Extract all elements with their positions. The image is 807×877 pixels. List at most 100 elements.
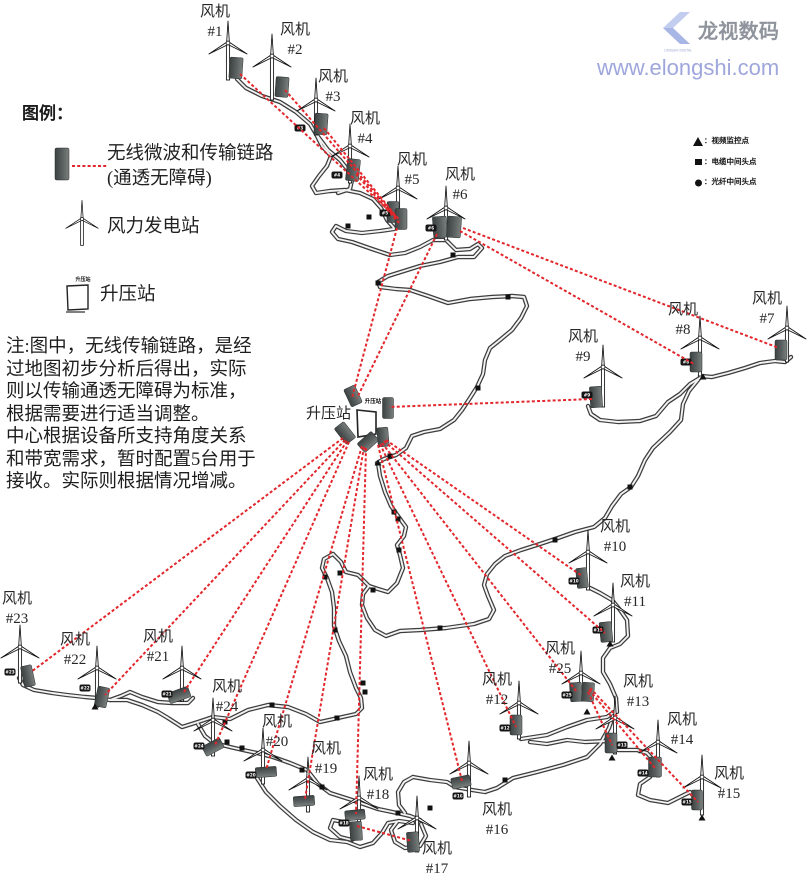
turbine-label-t13: 风机#13 — [613, 672, 663, 712]
tag-text: #12 — [500, 726, 509, 731]
tag-text: #5 — [382, 211, 389, 216]
tag-background — [338, 819, 350, 827]
tag-background — [4, 668, 16, 676]
microwave-antenna-icon — [691, 789, 703, 811]
square-icon — [695, 159, 702, 165]
turbine-number: #23 — [5, 611, 29, 627]
wireless-link-substation-to-t24 — [214, 441, 350, 746]
cable-joint-square-icon — [322, 574, 328, 580]
turbine-number: #15 — [717, 786, 741, 802]
microwave-antenna-icon — [446, 215, 462, 239]
wireless-link-t4-to-t5 — [355, 173, 400, 224]
tag-background — [616, 741, 628, 749]
turbine-name: 风机 — [349, 111, 380, 127]
microwave-antenna-icon — [313, 112, 329, 136]
turbine-id-tag: #23 — [4, 668, 16, 676]
microwave-antenna-icon — [450, 774, 472, 790]
wireless-link-substation-to-t22 — [104, 439, 346, 696]
watermark-url: www.elongshi.com — [597, 55, 780, 80]
cable-joint-square-icon — [396, 547, 402, 553]
video-monitor-triangle-icon — [91, 703, 99, 710]
turbine-name: 风机 — [599, 519, 630, 535]
wireless-link-t25-to-t13 — [587, 691, 613, 746]
turbine-id-tags: #3#4#5#6#8#9#10#11#25#12#13#14#15#16#18#… — [4, 124, 693, 827]
turbine-tower — [269, 55, 275, 101]
turbine-name: 风机 — [396, 152, 427, 168]
tag-background — [499, 724, 511, 732]
cable-joint-square-icon — [450, 252, 456, 258]
logo-lower-chevron — [663, 28, 690, 44]
wireless-link-substation-to-t10 — [385, 439, 583, 577]
legend-substation-icon-label: 升压站 — [75, 276, 90, 283]
circle-icon — [695, 179, 702, 187]
turbine-id-tag: #9 — [581, 391, 593, 399]
microwave-antenna-icon — [293, 795, 315, 807]
turbine-number: #16 — [485, 822, 509, 838]
turbine-name: 风机 — [317, 69, 348, 85]
wireless-link-t9-to-substation — [388, 398, 593, 408]
cable-joint-square-icon — [362, 689, 368, 695]
microwave-antenna-icon — [94, 686, 110, 708]
turbine-label-t10: 风机#10 — [590, 517, 640, 557]
turbine-label-t2: 风机#2 — [270, 20, 320, 60]
turbine-name: 风机 — [481, 802, 512, 818]
tag-background — [637, 769, 649, 777]
cable-joint-square-icon — [366, 214, 372, 220]
microwave-antenna-icon — [382, 397, 394, 419]
legend-icons: 升压站 — [54, 147, 107, 313]
wireless-link-t1-to-t5 — [239, 73, 397, 218]
cable-joint-square-icon — [502, 777, 508, 783]
turbine-id-tag: #20 — [245, 771, 257, 779]
turbine-id-tag: #16 — [452, 792, 464, 800]
wireless-link-t18-to-t17 — [356, 825, 413, 842]
microwave-antenna-icon — [604, 732, 618, 754]
turbine-name: 风机 — [261, 714, 292, 730]
turbine-label-t18: 风机#18 — [353, 765, 403, 805]
tag-text: #9 — [584, 393, 591, 398]
tag-text: #21 — [162, 692, 171, 697]
tag-text: #16 — [453, 794, 462, 799]
turbine-label-t11: 风机#11 — [610, 572, 660, 612]
marker-legend-fiber-joint: ：光纤中间头点 — [704, 177, 757, 186]
turbine-name: 风机 — [444, 167, 475, 183]
note-line: 接收。实际则根据情况增减。 — [6, 472, 247, 492]
turbine-label-t21: 风机#21 — [133, 627, 183, 667]
wireless-link-t6-to-substation — [356, 233, 438, 399]
legend-substation-label: 升压站 — [100, 285, 156, 305]
turbine-number: #24 — [215, 699, 239, 715]
tag-background — [245, 771, 257, 779]
turbine-number: #7 — [759, 311, 775, 327]
turbine-label-t16: 风机 #16 — [472, 800, 522, 840]
note-line: 过地图初步分析后得出，实际 — [6, 359, 247, 380]
microwave-antenna-icon — [394, 208, 408, 230]
turbine-label-t5: 风机#5 — [387, 150, 437, 190]
video-monitor-triangle-icon — [608, 754, 616, 761]
substation-roof-label: 升压站 — [365, 397, 382, 405]
wind-turbine-t23 — [0, 624, 41, 684]
wireless-link-t25-to-t14 — [588, 689, 656, 769]
video-monitor-triangle-icon — [583, 708, 591, 715]
turbine-number: #1 — [207, 24, 223, 40]
microwave-antenna-icon — [20, 664, 36, 688]
wireless-link-substation-to-t16 — [377, 444, 463, 782]
turbine-name: 风机 — [667, 302, 698, 318]
turbine-number: #11 — [624, 594, 646, 610]
microwave-antenna-icon — [228, 56, 244, 80]
tag-text: #13 — [617, 743, 626, 748]
wind-turbine-t21 — [161, 645, 203, 702]
microwave-antenna-icon — [201, 737, 225, 757]
turbine-name: 风机 — [211, 679, 242, 695]
turbine-number: #17 — [425, 861, 449, 877]
turbine-name: 风机 — [59, 632, 90, 648]
cable-joint-square-icon — [319, 784, 325, 790]
turbine-label-t4: 风机 #4 — [340, 109, 390, 149]
turbine-id-tag: #12 — [499, 724, 511, 732]
turbine-id-tag: #13 — [616, 741, 628, 749]
wireless-link-substation-to-t19 — [304, 446, 365, 800]
substation-building-icon — [66, 284, 89, 311]
wind-turbine-t24 — [192, 697, 234, 757]
turbine-id-tag: #21 — [161, 690, 173, 698]
turbine-number: #4 — [357, 131, 373, 147]
turbine-name: 风机 — [199, 4, 230, 20]
